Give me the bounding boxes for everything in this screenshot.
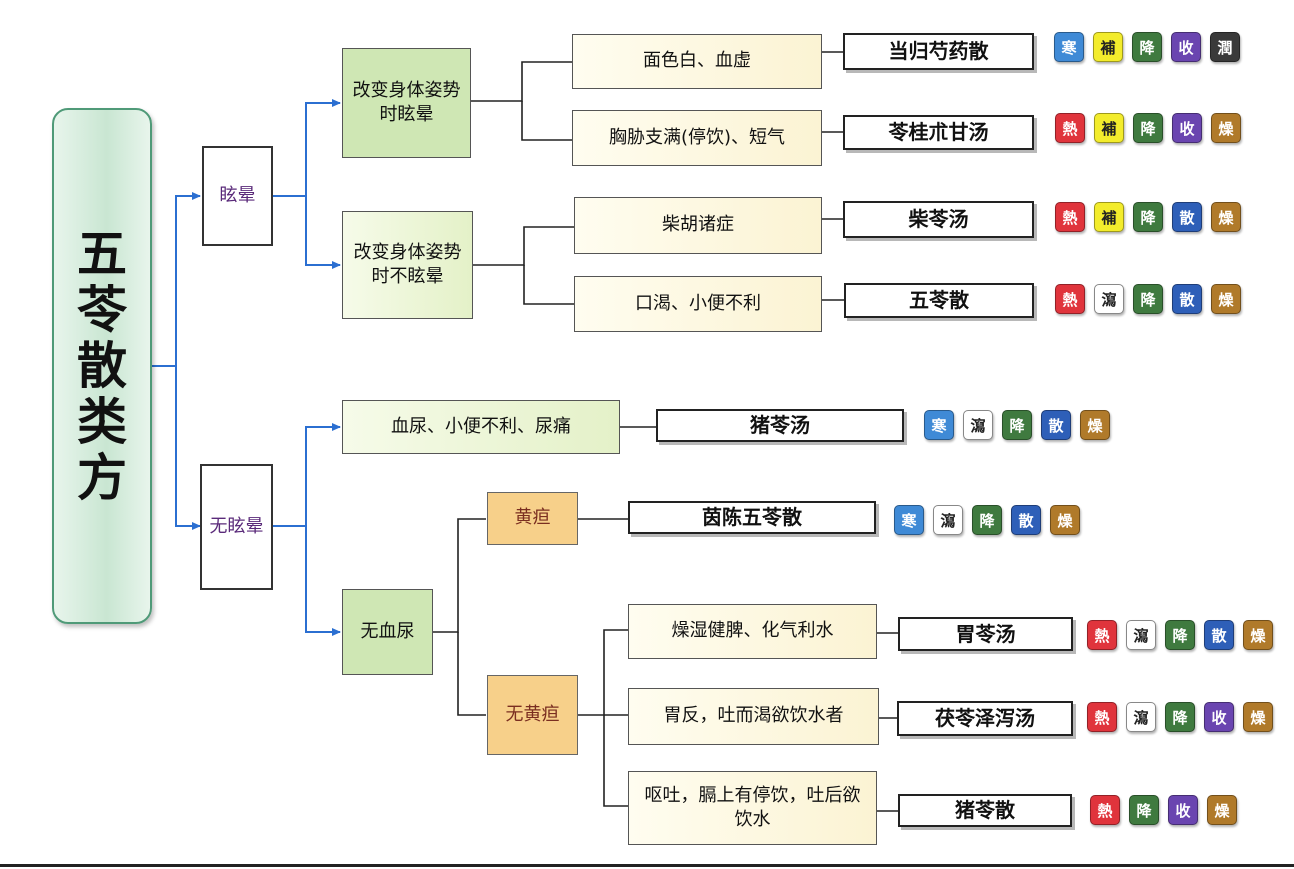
- property-tag: 降: [1133, 113, 1163, 143]
- indication-stomach-reflux: 胃反，吐而渴欲饮水者: [628, 688, 879, 745]
- formula-yinchen: 茵陈五苓散: [628, 501, 876, 534]
- property-tag: 燥: [1243, 620, 1273, 650]
- property-tag: 補: [1093, 32, 1123, 62]
- formula-weiling: 胃苓汤: [898, 617, 1073, 651]
- formula-wuling: 五苓散: [844, 283, 1034, 318]
- property-tag: 燥: [1211, 284, 1241, 314]
- property-tag: 瀉: [1126, 702, 1156, 732]
- formula-linggui: 苓桂朮甘汤: [843, 115, 1034, 150]
- property-tag: 散: [1172, 202, 1202, 232]
- property-tag: 收: [1171, 32, 1201, 62]
- formula-zhuling-tang: 猪苓汤: [656, 409, 904, 442]
- property-tag: 寒: [924, 410, 954, 440]
- property-tag: 降: [972, 505, 1002, 535]
- property-tag: 散: [1041, 410, 1071, 440]
- indication-chest-fullness: 胸胁支满(停饮)、短气: [572, 110, 822, 166]
- property-tag: 瀉: [1126, 620, 1156, 650]
- property-tag: 降: [1132, 32, 1162, 62]
- page-edge-line: [0, 864, 1294, 867]
- property-tag: 熱: [1087, 620, 1117, 650]
- indication-pale-blood-deficiency: 面色白、血虚: [572, 34, 822, 89]
- property-tag: 降: [1002, 410, 1032, 440]
- property-tag: 寒: [1054, 32, 1084, 62]
- property-tag: 收: [1204, 702, 1234, 732]
- property-tag: 熱: [1055, 202, 1085, 232]
- symptom-dizzy: 眩晕: [202, 146, 273, 246]
- property-tag: 寒: [894, 505, 924, 535]
- property-tag: 熱: [1090, 795, 1120, 825]
- indication-chaihu: 柴胡诸症: [574, 197, 822, 254]
- property-tag: 補: [1094, 202, 1124, 232]
- condition-posture-dizzy: 改变身体姿势时眩晕: [342, 48, 471, 158]
- formula-danggui: 当归芍药散: [843, 33, 1034, 70]
- property-tag: 潤: [1210, 32, 1240, 62]
- indication-thirst-urination: 口渴、小便不利: [574, 276, 822, 332]
- indication-dry-spleen: 燥湿健脾、化气利水: [628, 604, 877, 659]
- property-tag: 熱: [1087, 702, 1117, 732]
- property-tag: 散: [1172, 284, 1202, 314]
- condition-no-hematuria: 无血尿: [342, 589, 433, 675]
- property-tag: 瀉: [933, 505, 963, 535]
- property-tag: 瀉: [963, 410, 993, 440]
- condition-no-jaundice: 无黄疸: [487, 675, 578, 755]
- property-tag: 散: [1204, 620, 1234, 650]
- property-tag: 燥: [1243, 702, 1273, 732]
- property-tag: 降: [1133, 284, 1163, 314]
- formula-zhuling-san: 猪苓散: [898, 794, 1072, 827]
- condition-jaundice: 黄疸: [487, 492, 578, 545]
- property-tag: 降: [1129, 795, 1159, 825]
- formula-chailing: 柴苓汤: [843, 201, 1034, 238]
- property-tag: 散: [1011, 505, 1041, 535]
- property-tag: 熱: [1055, 113, 1085, 143]
- condition-hematuria: 血尿、小便不利、尿痛: [342, 400, 620, 454]
- property-tag: 收: [1172, 113, 1202, 143]
- property-tag: 燥: [1050, 505, 1080, 535]
- property-tag: 燥: [1207, 795, 1237, 825]
- property-tag: 熱: [1055, 284, 1085, 314]
- property-tag: 燥: [1080, 410, 1110, 440]
- indication-vomiting: 呕吐，膈上有停饮，吐后欲饮水: [628, 771, 877, 845]
- property-tag: 降: [1165, 702, 1195, 732]
- property-tag: 降: [1133, 202, 1163, 232]
- property-tag: 降: [1165, 620, 1195, 650]
- property-tag: 補: [1094, 113, 1124, 143]
- property-tag: 瀉: [1094, 284, 1124, 314]
- formula-fuling: 茯苓泽泻汤: [897, 701, 1073, 736]
- property-tag: 燥: [1211, 113, 1241, 143]
- property-tag: 收: [1168, 795, 1198, 825]
- symptom-not-dizzy: 无眩晕: [200, 464, 273, 590]
- root-title: 五苓散类方: [52, 108, 152, 624]
- property-tag: 燥: [1211, 202, 1241, 232]
- condition-posture-not-dizzy: 改变身体姿势时不眩晕: [342, 211, 473, 319]
